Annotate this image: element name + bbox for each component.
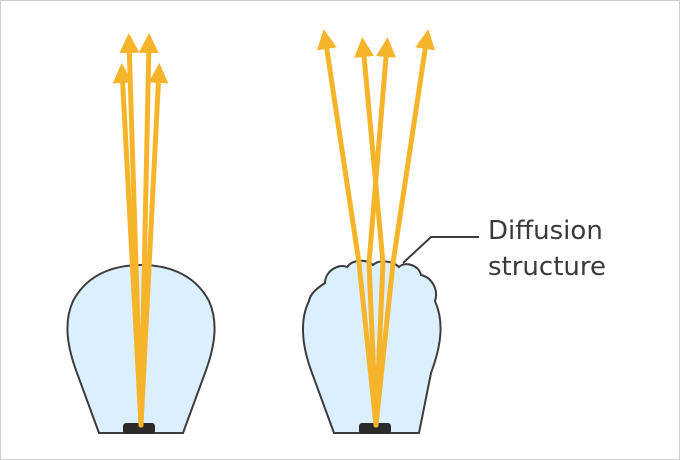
standard-light-source xyxy=(123,423,155,434)
diffusion-ray-3-upper xyxy=(366,37,396,266)
callout-leader-line xyxy=(402,236,479,264)
diffusion-lens-group xyxy=(302,29,479,434)
diffusion-structure-label: Diffusion structure xyxy=(488,213,606,285)
diffusion-ray-4-upper xyxy=(390,29,436,266)
standard-ray-2 xyxy=(119,33,144,428)
callout-label-line-2: structure xyxy=(488,252,606,282)
standard-ray-4 xyxy=(138,63,169,428)
standard-light-rays xyxy=(112,33,169,428)
diffusion-light-rays xyxy=(316,29,436,428)
callout-label-line-1: Diffusion xyxy=(488,216,603,246)
diffusion-ray-3-lower xyxy=(366,260,379,428)
standard-lens-group xyxy=(66,33,216,434)
diffusion-ray-2-upper xyxy=(354,37,386,266)
diffusion-light-source xyxy=(359,423,391,434)
diffusion-ray-4-lower xyxy=(373,260,396,428)
diffusion-ray-1-upper xyxy=(316,29,362,266)
